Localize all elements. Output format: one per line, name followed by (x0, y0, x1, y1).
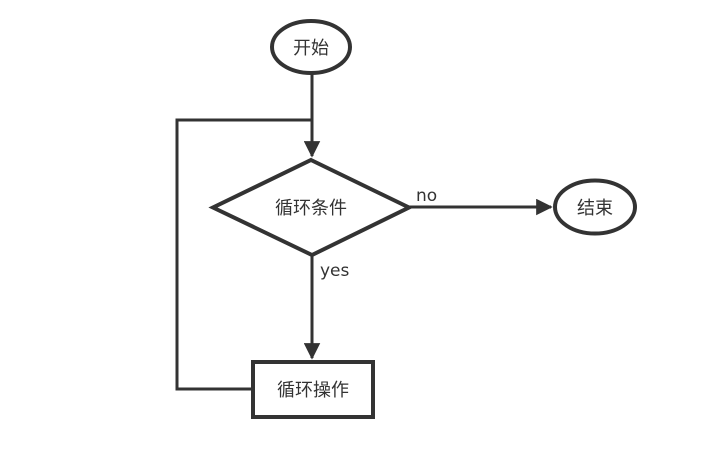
operation-node-label: 循环操作 (277, 380, 349, 401)
start-node-label: 开始 (293, 38, 329, 59)
edge-label-no: no (416, 186, 437, 206)
end-node-label: 结束 (577, 198, 613, 219)
end-node (553, 178, 637, 236)
condition-node (208, 157, 414, 258)
edge-label-yes: yes (320, 261, 350, 281)
edge-operation-loop-back (175, 118, 312, 391)
operation-node (251, 360, 375, 419)
start-node (270, 19, 352, 75)
condition-node-label: 循环条件 (275, 198, 347, 219)
